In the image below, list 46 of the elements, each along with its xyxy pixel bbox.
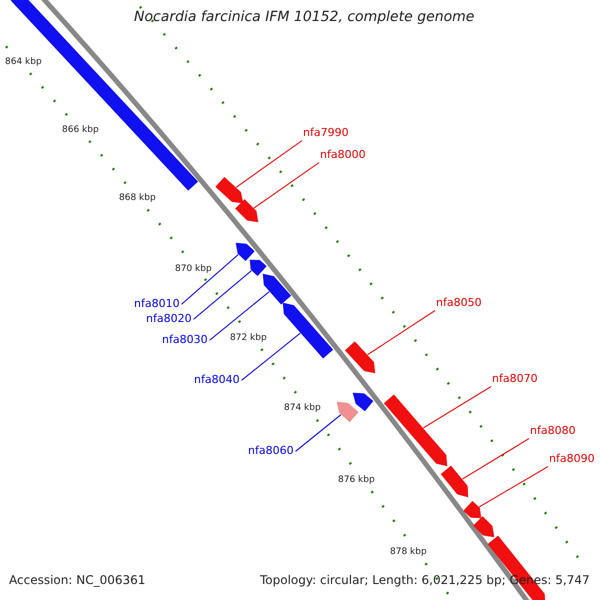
gene-feature xyxy=(250,260,267,276)
leader-line xyxy=(236,140,302,188)
leader-line xyxy=(241,332,301,381)
gene-feature xyxy=(384,394,448,466)
leader-line xyxy=(209,291,270,341)
scale-label: 876 kbp xyxy=(338,475,375,486)
gene-feature xyxy=(344,341,376,374)
accession-text: Accession: NC_006361 xyxy=(9,574,146,588)
gene-label: nfa8020 xyxy=(146,313,192,326)
gene-feature xyxy=(473,516,494,538)
gene-feature xyxy=(440,466,468,498)
gene-feature xyxy=(215,176,244,204)
leader-line xyxy=(367,310,436,356)
gene-feature xyxy=(262,274,292,305)
scale-label: 870 kbp xyxy=(175,264,212,274)
gene-label: nfa8070 xyxy=(492,373,538,386)
gene-label: nfa8030 xyxy=(162,334,208,347)
gene-label: nfa8000 xyxy=(320,149,366,162)
gene-label: nfa8050 xyxy=(436,297,482,310)
gene-feature xyxy=(235,199,258,222)
gene-label: nfa8010 xyxy=(134,298,180,311)
gene-label: nfa8060 xyxy=(248,445,294,458)
leader-line xyxy=(253,162,320,209)
scale-label: 872 kbp xyxy=(230,333,267,344)
scale-label: 874 kbp xyxy=(284,403,321,414)
gene-feature xyxy=(336,402,359,422)
gene-label: nfa8040 xyxy=(194,374,240,387)
leader-line xyxy=(295,414,342,452)
gene-label: nfa8080 xyxy=(530,425,576,438)
leader-line xyxy=(462,438,530,480)
scale-label: 868 kbp xyxy=(119,193,156,204)
gene-label: nfa7990 xyxy=(303,127,349,140)
scale-label: 866 kbp xyxy=(62,125,99,136)
scale-label: 878 kbp xyxy=(390,547,427,558)
leader-line xyxy=(193,270,252,320)
gene-label: nfa8090 xyxy=(549,453,595,466)
gene-feature xyxy=(463,500,482,518)
leader-line xyxy=(422,386,492,428)
scale-label: 864 kbp xyxy=(5,57,42,68)
leader-line xyxy=(181,254,239,305)
title-text: Nocardia farcinica IFM 10152, complete genome xyxy=(134,9,474,26)
gene-feature xyxy=(352,392,374,412)
gene-feature xyxy=(282,302,334,359)
gene-feature xyxy=(236,242,255,262)
genome-info-text: Topology: circular; Length: 6,021,225 bp; Genes: 5,747 xyxy=(260,574,590,588)
leader-line xyxy=(478,466,548,508)
